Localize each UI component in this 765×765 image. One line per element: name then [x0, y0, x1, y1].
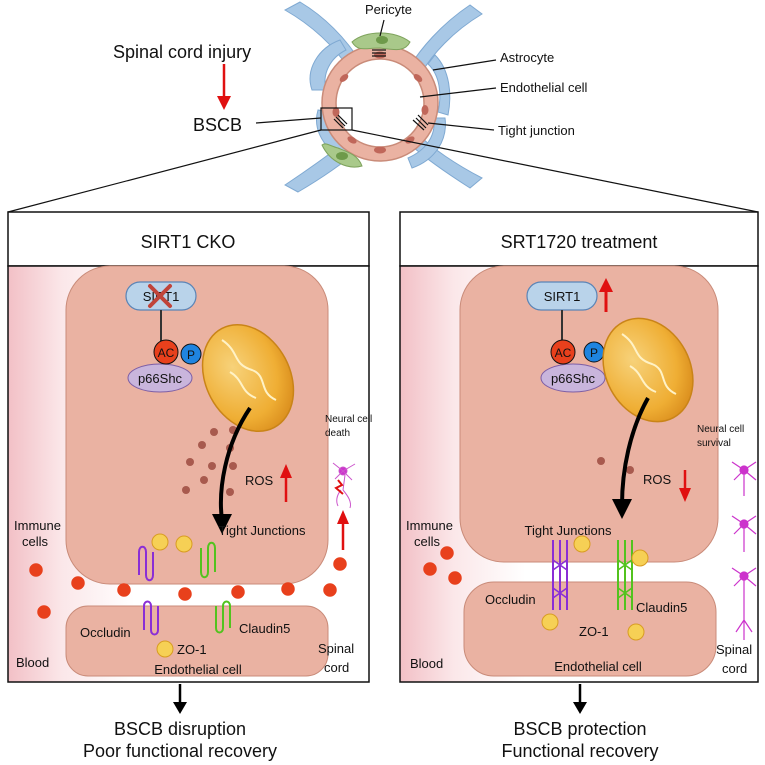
- right-endothelial-label: Endothelial cell: [554, 659, 642, 674]
- right-ros-dots: [597, 457, 634, 474]
- right-neural-label-1: Neural cell: [697, 424, 744, 435]
- right-immune-label-1: Immune: [406, 518, 453, 533]
- tight-junction-label: Tight junction: [498, 123, 575, 138]
- injury-label: Spinal cord injury: [113, 42, 251, 62]
- left-tj-lower-proteins: [143, 600, 231, 658]
- healthy-neuron-icons: [731, 461, 757, 640]
- knockout-x-icon: [148, 284, 172, 308]
- left-immune-label-1: Immune: [14, 518, 61, 533]
- right-spinal-label-1: Spinal: [716, 642, 752, 657]
- astrocyte-label: Astrocyte: [500, 50, 554, 65]
- right-zo1-label: ZO-1: [579, 624, 609, 639]
- bscb-label: BSCB: [193, 115, 242, 135]
- left-zo1-label: ZO-1: [177, 642, 207, 657]
- left-panel: SIRT1 CKO SIRT1 p66Shc AC P: [7, 211, 372, 761]
- left-ros-dots: [182, 426, 237, 496]
- right-tj-label: Tight Junctions: [525, 523, 612, 538]
- left-outcome-1: BSCB disruption: [114, 719, 246, 739]
- right-title: SRT1720 treatment: [501, 232, 658, 252]
- left-occludin-label: Occludin: [80, 625, 131, 640]
- left-ac-label: AC: [158, 346, 175, 360]
- right-claudin-label: Claudin5: [636, 600, 687, 615]
- right-spinal-label-2: cord: [722, 661, 747, 676]
- left-tj-upper-proteins: [138, 533, 216, 582]
- left-p66-label: p66Shc: [138, 371, 183, 386]
- left-spinal-label-1: Spinal: [318, 641, 354, 656]
- right-immune-cells: [423, 546, 462, 585]
- right-sirt1-label: SIRT1: [544, 289, 581, 304]
- left-immune-label-2: cells: [22, 534, 49, 549]
- right-neural-label-2: survival: [697, 438, 731, 449]
- right-outcome-1: BSCB protection: [513, 719, 646, 739]
- right-ac-label: AC: [555, 346, 572, 360]
- right-panel: SRT1720 treatment SIRT1 p66Shc AC P ROS …: [399, 211, 759, 761]
- right-p-label: P: [590, 346, 598, 360]
- left-tj-label: Tight Junctions: [219, 523, 306, 538]
- right-occludin-label: Occludin: [485, 592, 536, 607]
- left-claudin-label: Claudin5: [239, 621, 290, 636]
- left-ros-label: ROS: [245, 473, 274, 488]
- left-p-label: P: [187, 348, 195, 362]
- right-tj-proteins: [541, 535, 649, 641]
- left-outcome-2: Poor functional recovery: [83, 741, 277, 761]
- vessel-illustration: [283, 1, 483, 193]
- right-mitochondrion: [602, 317, 694, 423]
- left-endothelial-label: Endothelial cell: [154, 662, 242, 677]
- left-neural-label-2: death: [325, 428, 350, 439]
- right-immune-label-2: cells: [414, 534, 441, 549]
- right-p66-label: p66Shc: [551, 371, 596, 386]
- right-outcome-2: Functional recovery: [501, 741, 658, 761]
- pericyte-label: Pericyte: [365, 2, 412, 17]
- right-blood-label: Blood: [410, 656, 443, 671]
- left-blood-label: Blood: [16, 655, 49, 670]
- left-neural-label-1: Neural cell: [325, 414, 372, 425]
- left-mitochondrion: [201, 324, 295, 432]
- endothelial-label: Endothelial cell: [500, 80, 588, 95]
- dying-neuron-icon: [332, 462, 356, 509]
- left-spinal-label-2: cord: [324, 660, 349, 675]
- left-title: SIRT1 CKO: [141, 232, 236, 252]
- injury-red-arrow: [217, 64, 231, 110]
- left-immune-cells: [29, 557, 347, 619]
- right-ros-label: ROS: [643, 472, 672, 487]
